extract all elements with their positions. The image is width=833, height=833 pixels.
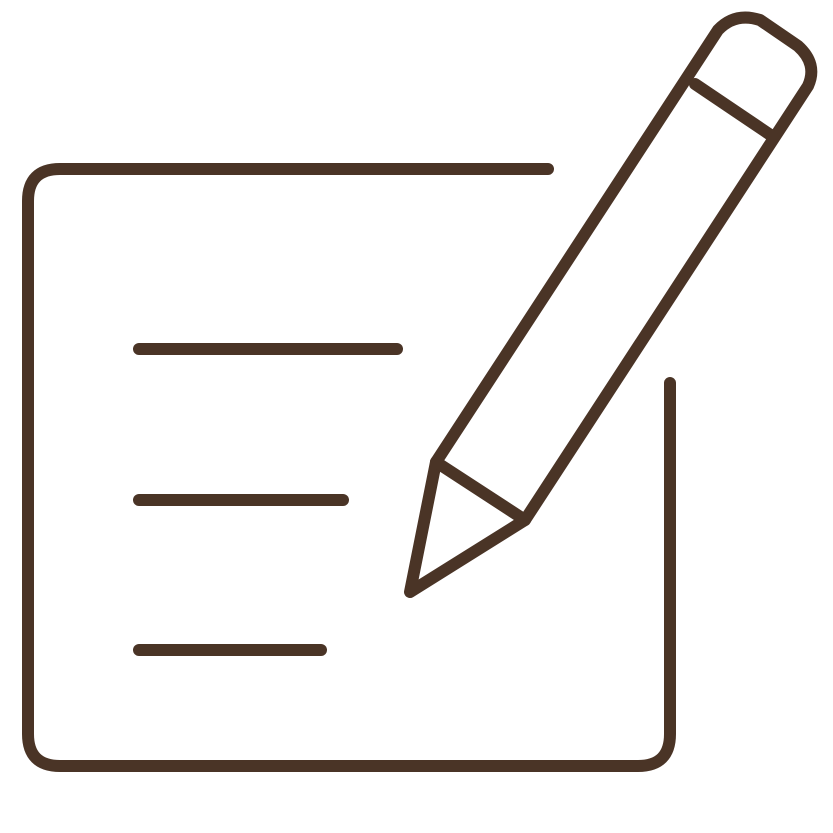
pencil-ferrule-band (689, 78, 778, 142)
pencil-tip-band (430, 456, 531, 526)
pencil-body (404, 11, 818, 598)
document-frame (22, 163, 676, 772)
pencil-icon (404, 11, 818, 598)
